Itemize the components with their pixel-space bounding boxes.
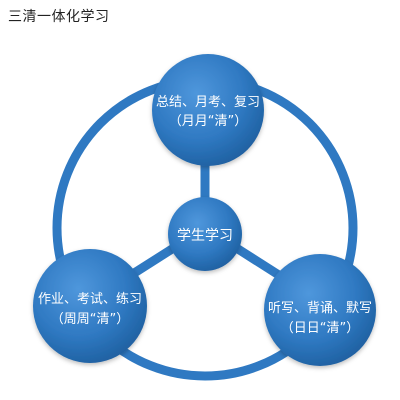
node-top-line2: （月月“清”） [169,114,247,129]
node-left-line1: 作业、考试、练习 [38,292,142,307]
node-right-line2: （日日“清”） [281,321,359,336]
node-top-line1: 总结、月考、复习 [156,95,260,110]
node-right-line1: 听写、背诵、默写 [268,300,372,316]
node-left-line2: （周周“清”） [51,312,129,327]
node-right [264,254,376,366]
node-center-label: 学生学习 [177,228,233,244]
node-center [168,197,242,271]
node-top [152,54,264,166]
page-title: 三清一体化学习 [8,9,110,25]
node-left [33,249,147,363]
